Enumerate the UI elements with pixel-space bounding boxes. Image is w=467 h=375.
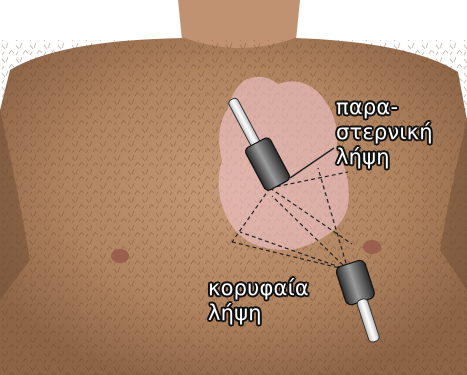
parasternal-label-line-3: λήψη xyxy=(336,145,433,170)
parasternal-view-label: παρα- στερνική λήψη xyxy=(336,95,433,170)
parasternal-label-line-1: παρα- xyxy=(336,95,433,120)
apical-label-line-2: λήψη xyxy=(208,301,309,326)
right-nipple xyxy=(363,240,381,254)
parasternal-label-line-2: στερνική xyxy=(336,120,433,145)
left-nipple xyxy=(111,249,129,263)
apical-view-label: κορυφαία λήψη xyxy=(208,276,309,326)
apical-label-line-1: κορυφαία xyxy=(208,276,309,301)
